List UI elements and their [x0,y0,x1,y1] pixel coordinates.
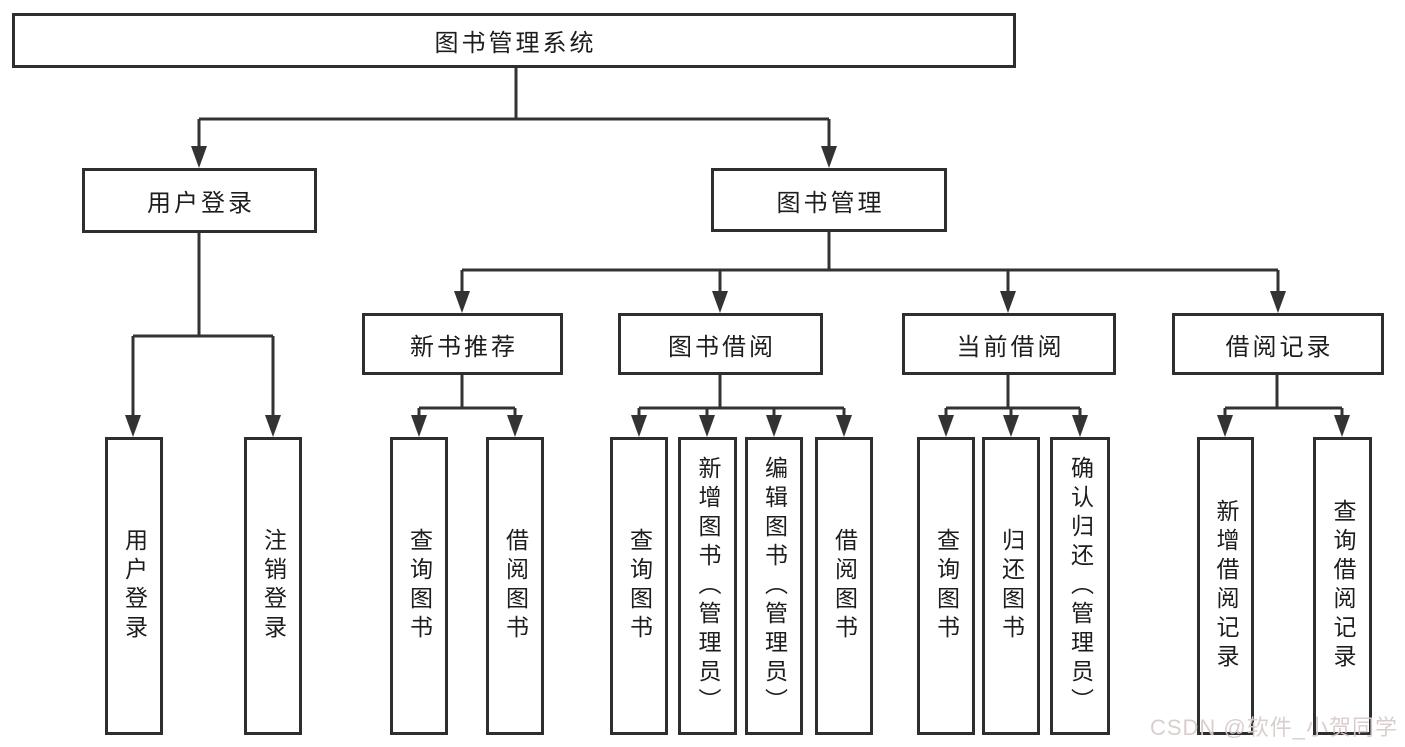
leaf-query-borrow-record: 查询借阅记录 [1313,437,1372,735]
node-book-management: 图书管理 [711,168,947,232]
leaf-query-books-current: 查询图书 [917,437,975,735]
node-book-borrow: 图书借阅 [618,313,823,375]
leaf-query-books-borrow: 查询图书 [610,437,668,735]
node-library-system: 图书管理系统 [12,13,1016,68]
leaf-borrow-books: 借阅图书 [815,437,873,735]
leaf-query-books-recommend: 查询图书 [390,437,448,735]
node-user-login: 用户登录 [82,168,317,233]
csdn-watermark: CSDN @软件_小贺同学 [1149,715,1398,740]
leaf-add-book-admin: 新增图书（管理员） [678,437,737,735]
leaf-logout: 注销登录 [244,437,302,735]
node-borrow-records: 借阅记录 [1172,313,1384,375]
node-current-borrow: 当前借阅 [902,313,1116,375]
leaf-return-book: 归还图书 [982,437,1040,735]
leaf-user-login: 用户登录 [105,437,163,735]
node-new-book-recommend: 新书推荐 [362,313,563,375]
leaf-edit-book-admin: 编辑图书（管理员） [745,437,803,735]
leaf-borrow-books-recommend: 借阅图书 [486,437,544,735]
leaf-confirm-return-admin: 确认归还（管理员） [1050,437,1110,735]
leaf-add-borrow-record: 新增借阅记录 [1197,437,1254,735]
